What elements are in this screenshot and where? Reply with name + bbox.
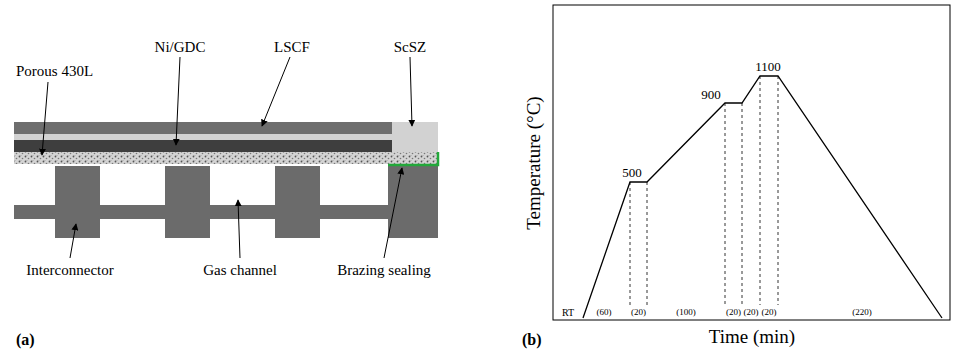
leader-line	[384, 168, 402, 258]
interconnector	[14, 166, 438, 238]
stage-dividers	[630, 76, 778, 305]
panel-label: (a)	[16, 332, 35, 348]
part-label: Interconnector	[26, 263, 113, 278]
leader-line	[238, 200, 240, 258]
duration-label: (100)	[676, 308, 696, 317]
leader-line	[42, 82, 48, 155]
leader-line	[70, 224, 76, 258]
duration-label: (60)	[597, 308, 612, 317]
duration-label: (20)	[631, 308, 646, 317]
duration-label: (20)	[726, 308, 741, 317]
cell-stack	[14, 122, 438, 164]
part-label: Gas channel	[203, 263, 277, 278]
duration-label: (220)	[852, 308, 872, 317]
chart-frame	[553, 5, 950, 320]
leader-lines	[42, 57, 412, 258]
part-label: LSCF	[274, 40, 310, 55]
temperature-profile	[583, 76, 942, 318]
part-label: Porous 430L	[16, 64, 93, 79]
electrolyte-layer	[14, 134, 438, 140]
axis-title: Temperature (°C)	[524, 96, 543, 229]
axis-title: Time (min)	[709, 327, 795, 346]
leader-line	[262, 57, 290, 126]
panel-label: (b)	[522, 332, 542, 348]
interconnector-rib	[165, 166, 210, 238]
temperature-value: 900	[701, 88, 721, 101]
part-label: Brazing sealing	[337, 263, 431, 278]
electrolyte-block	[392, 122, 438, 152]
temperature-value: 1100	[755, 60, 781, 73]
leader-line	[176, 57, 180, 145]
part-label: Ni/GDC	[155, 40, 206, 55]
anode-layer	[14, 140, 392, 152]
porous-support	[14, 152, 438, 164]
part-label: ScSZ	[394, 40, 427, 55]
duration-label: (20)	[744, 308, 759, 317]
cathode-layer	[14, 122, 392, 134]
leader-line	[410, 57, 412, 126]
duration-label: (20)	[762, 308, 777, 317]
temperature-value: 500	[622, 166, 642, 179]
interconnector-rib	[275, 166, 320, 238]
interconnector-rib	[55, 166, 100, 238]
brazing-seal	[388, 152, 438, 165]
axis-origin-label: RT	[562, 308, 574, 318]
